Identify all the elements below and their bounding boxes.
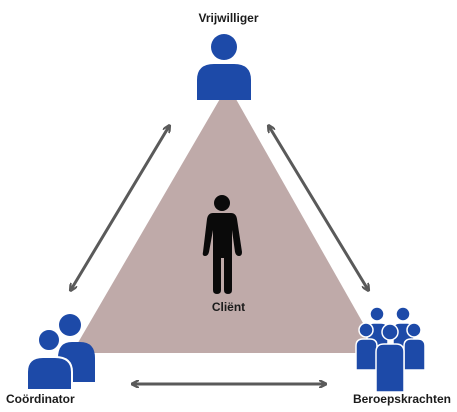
two-people-icon bbox=[26, 314, 95, 391]
single-person-icon bbox=[197, 34, 251, 100]
label-vrijwilliger: Vrijwilliger bbox=[198, 11, 259, 25]
label-coordinator: Coördinator bbox=[6, 392, 75, 406]
label-client: Cliënt bbox=[211, 300, 246, 314]
standing-person-icon bbox=[202, 195, 242, 294]
arrow-top-left bbox=[72, 128, 168, 288]
group-people-icon bbox=[355, 306, 426, 393]
label-beroepskrachten: Beroepskrachten bbox=[352, 392, 451, 406]
arrow-top-right bbox=[270, 128, 367, 288]
